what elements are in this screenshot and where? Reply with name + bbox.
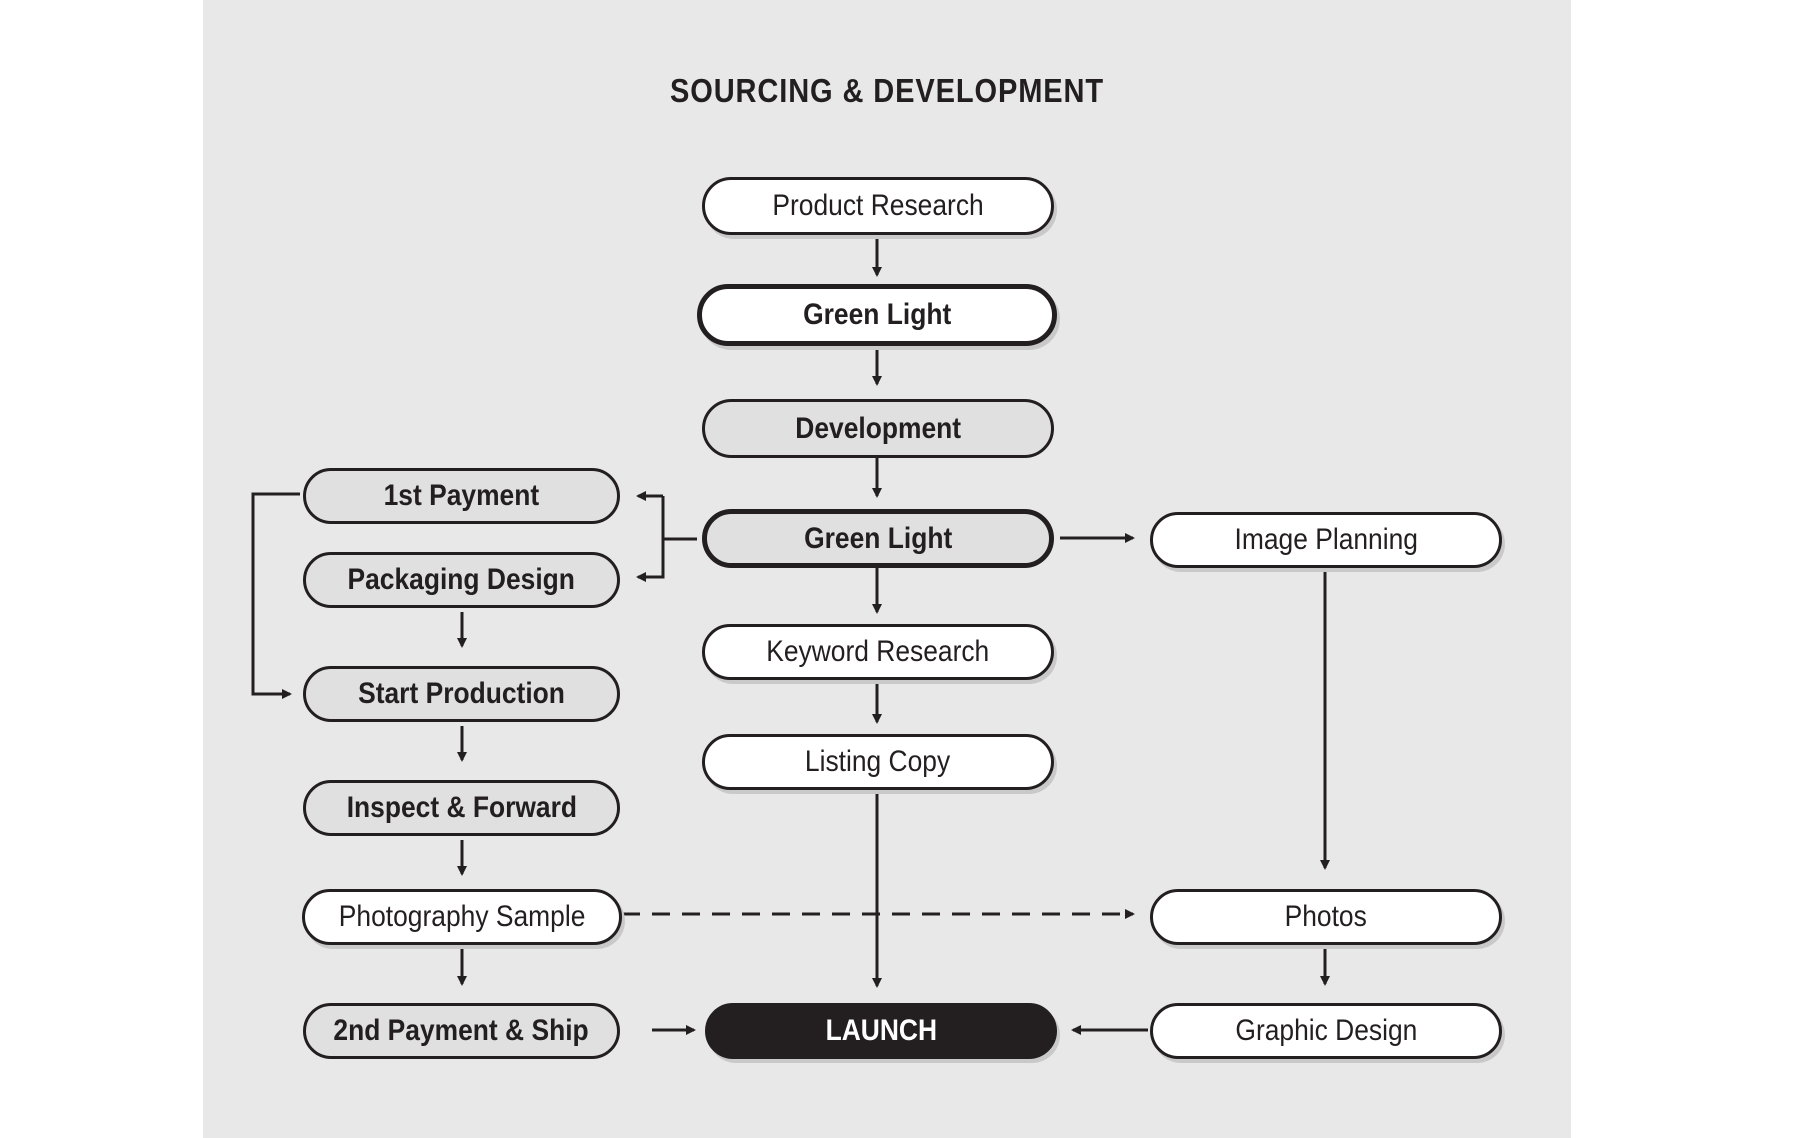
node-photography-sample-label: Photography Sample <box>338 900 586 933</box>
node-development-label: Development <box>795 411 961 445</box>
node-photos-label: Photos <box>1284 900 1368 933</box>
node-listing-copy-label: Listing Copy <box>805 745 951 778</box>
node-green-light-1-label: Green Light <box>802 298 952 331</box>
node-second-payment-ship: 2nd Payment & Ship <box>296 996 627 1066</box>
node-start-production-label: Start Production <box>358 677 565 710</box>
node-packaging-design: Packaging Design <box>296 545 627 615</box>
node-keyword-research: Keyword Research <box>702 624 1054 680</box>
node-launch-label: LAUNCH <box>825 1014 937 1047</box>
node-green-light-1: Green Light <box>697 284 1057 346</box>
node-graphic-design: Graphic Design <box>1150 1003 1502 1059</box>
node-image-planning-label: Image Planning <box>1234 523 1418 556</box>
node-product-research: Product Research <box>702 177 1054 235</box>
node-image-planning: Image Planning <box>1150 512 1502 568</box>
diagram-title: SOURCING & DEVELOPMENT <box>669 72 1105 109</box>
node-second-payment-ship-label: 2nd Payment & Ship <box>333 1014 590 1047</box>
node-graphic-design-label: Graphic Design <box>1235 1014 1417 1047</box>
node-development: Development <box>695 392 1061 465</box>
node-green-light-2: Green Light <box>697 504 1059 573</box>
node-start-production: Start Production <box>296 659 627 729</box>
node-first-payment: 1st Payment <box>296 461 627 531</box>
node-product-research-label: Product Research <box>772 189 984 222</box>
node-photography-sample: Photography Sample <box>302 889 622 945</box>
node-packaging-design-label: Packaging Design <box>347 563 576 596</box>
node-listing-copy: Listing Copy <box>702 734 1054 790</box>
node-keyword-research-label: Keyword Research <box>766 635 990 668</box>
node-launch: LAUNCH <box>705 1003 1057 1059</box>
node-inspect-forward-label: Inspect & Forward <box>346 791 577 824</box>
node-photos: Photos <box>1150 889 1502 945</box>
node-green-light-2-label: Green Light <box>803 521 953 555</box>
node-first-payment-label: 1st Payment <box>383 479 540 512</box>
node-inspect-forward: Inspect & Forward <box>296 773 627 843</box>
